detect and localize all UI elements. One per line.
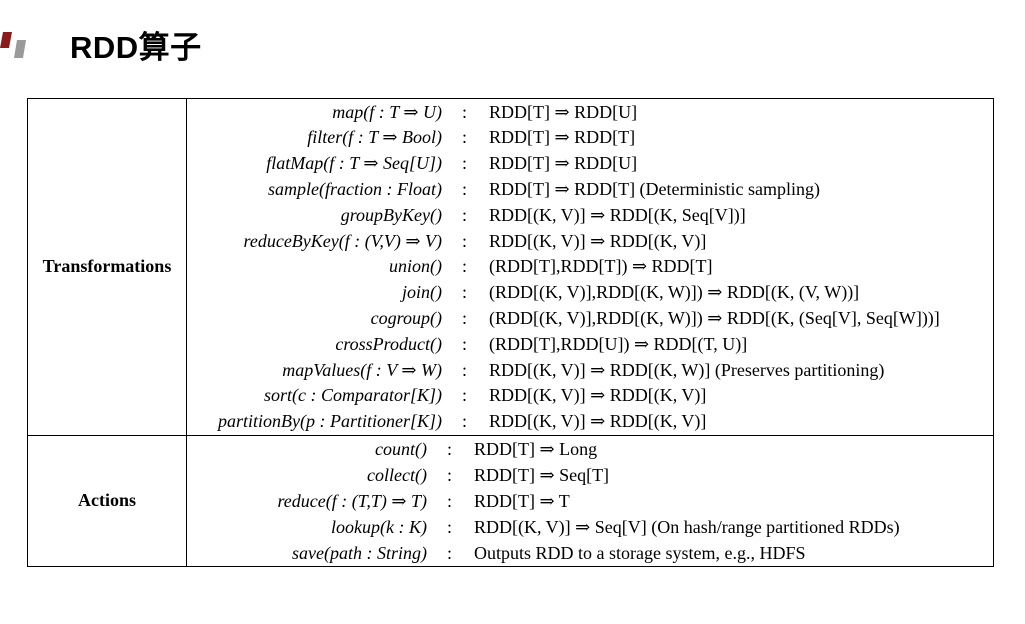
op-type: RDD[T] ⇒ RDD[T] (Deterministic sampling): [489, 179, 821, 200]
op-row: reduceByKey(f : (V,V) ⇒ V): RDD[(K, V)] ⇒…: [187, 228, 993, 254]
op-row: map(f : T ⇒ U): RDD[T] ⇒ RDD[U]: [187, 99, 993, 125]
op-signature: save(path : String): [292, 542, 427, 563]
op-row: crossProduct(): (RDD[T],RDD[U]) ⇒ RDD[(T,…: [187, 331, 993, 357]
op-signature: lookup(k : K): [331, 516, 427, 537]
op-signature: count(): [375, 439, 427, 460]
op-type: RDD[T] ⇒ RDD[U]: [489, 153, 638, 174]
op-colon: :: [461, 101, 467, 122]
op-type: (RDD[T],RDD[T]) ⇒ RDD[T]: [489, 256, 713, 277]
actions-section: Actions count(): RDD[T] ⇒ Long collect():…: [27, 434, 994, 568]
op-signature: reduce(f : (T,T) ⇒ T): [277, 490, 427, 511]
op-row: mapValues(f : V ⇒ W): RDD[(K, V)] ⇒ RDD[(…: [187, 357, 993, 383]
op-type: RDD[(K, V)] ⇒ RDD[(K, V)]: [489, 411, 707, 432]
op-colon: :: [446, 439, 452, 460]
transformations-list: map(f : T ⇒ U): RDD[T] ⇒ RDD[U] filter(f …: [186, 98, 994, 436]
op-row: count(): RDD[T] ⇒ Long: [187, 437, 993, 463]
op-type: RDD[T] ⇒ T: [474, 490, 570, 511]
op-row: groupByKey(): RDD[(K, V)] ⇒ RDD[(K, Seq[V…: [187, 202, 993, 228]
op-signature: reduceByKey(f : (V,V) ⇒ V): [243, 230, 443, 251]
op-type: RDD[T] ⇒ Long: [474, 439, 598, 460]
op-type: Outputs RDD to a storage system, e.g., H…: [474, 542, 806, 563]
op-signature: flatMap(f : T ⇒ Seq[U]): [266, 153, 442, 174]
transformations-label: Transformations: [27, 98, 187, 436]
op-type: RDD[T] ⇒ RDD[T]: [489, 127, 636, 148]
op-row: save(path : String): Outputs RDD to a sto…: [187, 540, 993, 566]
op-colon: :: [461, 359, 467, 380]
op-colon: :: [446, 516, 452, 537]
actions-label: Actions: [27, 434, 187, 568]
op-colon: :: [446, 490, 452, 511]
op-signature: cogroup(): [370, 308, 442, 328]
op-row: partitionBy(p : Partitioner[K]): RDD[(K, …: [187, 409, 993, 435]
op-colon: :: [461, 308, 467, 328]
op-colon: :: [461, 179, 467, 200]
op-colon: :: [461, 333, 467, 354]
op-signature: partitionBy(p : Partitioner[K]): [218, 411, 442, 432]
op-row: filter(f : T ⇒ Bool): RDD[T] ⇒ RDD[T]: [187, 125, 993, 151]
op-signature: groupByKey(): [340, 204, 442, 225]
op-row: union(): (RDD[T],RDD[T]) ⇒ RDD[T]: [187, 254, 993, 280]
op-colon: :: [461, 385, 467, 406]
op-signature: filter(f : T ⇒ Bool): [307, 127, 442, 148]
op-signature: join(): [402, 282, 442, 303]
op-type: (RDD[(K, V)],RDD[(K, W)]) ⇒ RDD[(K, (V, …: [489, 282, 860, 303]
op-signature: map(f : T ⇒ U): [332, 101, 442, 122]
rdd-operators-table: Transformations map(f : T ⇒ U): RDD[T] ⇒ …: [27, 98, 994, 568]
op-type: RDD[(K, V)] ⇒ RDD[(K, V)]: [489, 385, 707, 406]
slide-title: RDD算子: [70, 30, 202, 65]
op-row: flatMap(f : T ⇒ Seq[U]): RDD[T] ⇒ RDD[U]: [187, 151, 993, 177]
op-colon: :: [461, 256, 467, 277]
op-colon: :: [461, 282, 467, 303]
op-row: sort(c : Comparator[K]): RDD[(K, V)] ⇒ RD…: [187, 383, 993, 409]
op-row: cogroup(): (RDD[(K, V)],RDD[(K, W)]) ⇒ RD…: [187, 306, 993, 332]
op-signature: mapValues(f : V ⇒ W): [282, 359, 442, 380]
op-colon: :: [461, 230, 467, 251]
transformations-section: Transformations map(f : T ⇒ U): RDD[T] ⇒ …: [27, 98, 994, 436]
actions-list: count(): RDD[T] ⇒ Long collect(): RDD[T] ⇒…: [186, 434, 994, 568]
op-signature: union(): [389, 256, 442, 277]
op-signature: crossProduct(): [335, 333, 442, 354]
op-type: RDD[(K, V)] ⇒ RDD[(K, V)]: [489, 230, 707, 251]
op-type: RDD[(K, V)] ⇒ RDD[(K, W)] (Preserves par…: [489, 359, 885, 380]
brand-logo-icon: [0, 32, 26, 58]
op-type: (RDD[(K, V)],RDD[(K, W)]) ⇒ RDD[(K, (Seq…: [489, 308, 940, 328]
op-colon: :: [446, 542, 452, 563]
op-signature: sort(c : Comparator[K]): [263, 385, 442, 406]
op-type: RDD[(K, V)] ⇒ Seq[V] (On hash/range part…: [474, 516, 900, 537]
op-type: (RDD[T],RDD[U]) ⇒ RDD[(T, U)]: [489, 333, 748, 354]
op-colon: :: [461, 411, 467, 432]
op-row: sample(fraction : Float): RDD[T] ⇒ RDD[T]…: [187, 177, 993, 203]
op-colon: :: [461, 204, 467, 225]
op-row: join(): (RDD[(K, V)],RDD[(K, W)]) ⇒ RDD[(…: [187, 280, 993, 306]
op-row: collect(): RDD[T] ⇒ Seq[T]: [187, 463, 993, 489]
op-row: reduce(f : (T,T) ⇒ T): RDD[T] ⇒ T: [187, 489, 993, 515]
op-colon: :: [446, 465, 452, 486]
op-signature: sample(fraction : Float): [268, 179, 442, 200]
op-signature: collect(): [367, 465, 427, 486]
op-type: RDD[(K, V)] ⇒ RDD[(K, Seq[V])]: [489, 204, 746, 225]
op-type: RDD[T] ⇒ Seq[T]: [474, 465, 610, 486]
op-row: lookup(k : K): RDD[(K, V)] ⇒ Seq[V] (On h…: [187, 514, 993, 540]
op-colon: :: [461, 153, 467, 174]
op-colon: :: [461, 127, 467, 148]
op-type: RDD[T] ⇒ RDD[U]: [489, 101, 638, 122]
